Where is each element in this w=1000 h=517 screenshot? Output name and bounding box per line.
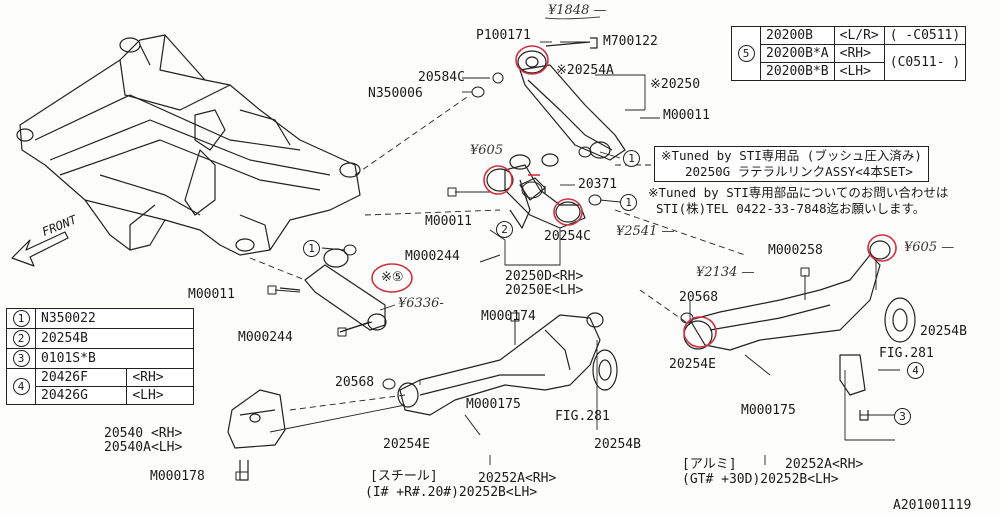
rear-subframe	[16, 34, 361, 256]
label-m000175-right: M000175	[741, 403, 796, 418]
label-fig281-right: FIG.281	[879, 346, 934, 361]
legend-part5-r0-side: <L/R>	[833, 26, 885, 45]
lower-arm-20250d	[486, 153, 586, 229]
label-steel: [スチール]	[370, 469, 438, 484]
label-m000244-left: M000244	[238, 330, 293, 345]
label-20252b-left: (I# +R#.20#)20252B<LH>	[365, 485, 538, 500]
label-20254a: ※20254A	[556, 63, 614, 78]
label-fig281-left: FIG.281	[555, 409, 610, 424]
legend-part5-num-cell: 5	[731, 26, 761, 81]
handwritten-price-605-b: ¥605 —	[904, 240, 955, 255]
legend-part5-r0-part: 20200B	[760, 26, 835, 45]
label-m00011-left: M00011	[188, 287, 235, 302]
legend-row: 2 20254B	[6, 328, 194, 349]
legend-row: 3 0101S*B	[6, 348, 194, 369]
label-p100171: P100171	[476, 28, 531, 43]
label-m000178: M000178	[150, 469, 205, 484]
legend-part5-r2-part: 20200B*B	[760, 62, 835, 81]
legend-part-2: 20254B	[35, 328, 194, 349]
label-alumi: [アルミ]	[682, 457, 737, 472]
sti-contact-line1: ※Tuned by STI専用部品についてのお問い合わせは	[648, 185, 949, 200]
bolts	[235, 41, 810, 481]
label-m000244-mid: M000244	[405, 249, 460, 264]
label-20250e: 20250E<LH>	[505, 283, 584, 298]
callout-4: 4	[907, 362, 924, 379]
label-20254e-right: 20254E	[669, 357, 716, 372]
label-20254c: 20254C	[544, 229, 591, 244]
handwritten-price-2541: ¥2541 —	[616, 224, 675, 239]
sti-note-line2: 20250G ラテラルリンクASSY<4本SET>	[685, 164, 913, 179]
label-20252a-right: 20252A<RH>	[785, 457, 864, 472]
diagram-id: A201001119	[893, 498, 972, 513]
handwritten-price-1848: ¥1848 —	[548, 3, 607, 18]
trailing-arm-alumi	[683, 240, 916, 421]
legend-spec-4a: <RH>	[126, 368, 194, 387]
legend-num-3: 3	[12, 350, 30, 367]
label-20568-left: 20568	[335, 375, 375, 390]
callout-2: 2	[496, 221, 513, 238]
label-circ5: ※⑤	[381, 270, 404, 285]
trailing-arm-steel	[397, 312, 618, 416]
label-20254b-right: 20254B	[920, 324, 967, 339]
legend-part5-r1-side: <RH>	[833, 44, 885, 63]
legend-part5-r0-range: ( -C0511)	[883, 26, 967, 45]
label-m00011-top: M00011	[663, 108, 710, 123]
front-arrow	[11, 231, 69, 267]
label-20254b-left: 20254B	[594, 437, 641, 452]
label-m000258: M000258	[768, 243, 823, 258]
label-m700122: M700122	[603, 34, 658, 49]
legend-part5-r1-part: 20200B*A	[760, 44, 835, 63]
legend-part5-table: 5 20200B <L/R> ( -C0511) 20200B*A <RH> (…	[731, 26, 967, 81]
label-20568-right: 20568	[679, 290, 719, 305]
legend-spec-4b: <LH>	[126, 386, 194, 405]
callout-1-a: 1	[623, 150, 640, 167]
handwritten-underlines	[544, 16, 601, 20]
legend-part-4a: 20426F	[34, 368, 128, 387]
handwritten-price-6336: ¥6336-	[398, 296, 444, 311]
sti-note-line1: ※Tuned by STI専用品 (ブッシュ圧入済み)	[661, 148, 922, 163]
label-20250d: 20250D<RH>	[505, 269, 584, 284]
sti-contact-line2: STI(株)TEL 0422-33-7848迄お願いします。	[656, 201, 926, 216]
legend-row: 1 N350022	[6, 308, 194, 329]
legend-part-4b: 20426G	[34, 386, 128, 405]
legend-part5-r1-range: (C0511- )	[883, 44, 967, 81]
legend-num-4: 4	[12, 378, 30, 395]
handwritten-price-2134: ¥2134 —	[696, 265, 755, 280]
legend-num-1: 1	[12, 310, 30, 327]
legend-parts-table: 1 N350022 2 20254B 3 0101S*B 4 20426F <R…	[6, 308, 194, 405]
label-20584c: 20584C	[418, 70, 465, 85]
callout-1-b: 1	[620, 194, 637, 211]
red-circle-marks	[371, 45, 897, 348]
legend-row: 20426G <LH>	[7, 386, 194, 405]
label-20254e-left: 20254E	[383, 437, 430, 452]
bracket-20540	[227, 389, 286, 481]
legend-num-2: 2	[12, 330, 30, 347]
sti-note-box: ※Tuned by STI専用品 (ブッシュ圧入済み) 20250G ラテラルリ…	[654, 146, 929, 182]
label-20252a-left: 20252A<RH>	[478, 471, 557, 486]
label-20371: 20371	[578, 177, 618, 192]
lateral-link-left	[279, 248, 387, 333]
label-20250: ※20250	[650, 77, 701, 92]
legend-part-3: 0101S*B	[35, 348, 194, 369]
label-20252b-right: (GT# +30D)20252B<LH>	[682, 472, 839, 487]
label-m00011-mid: M00011	[425, 214, 472, 229]
legend-row: 4 20426F <RH>	[6, 368, 194, 405]
label-m000174: M000174	[481, 309, 536, 324]
legend-part-1: N350022	[35, 308, 194, 329]
label-20540: 20540 <RH>	[104, 426, 183, 441]
upper-arm-20250	[517, 37, 626, 161]
label-m000175-left: M000175	[466, 397, 521, 412]
label-20540a: 20540A<LH>	[104, 440, 183, 455]
label-n350006: N350006	[368, 86, 423, 101]
callout-3: 3	[894, 408, 911, 425]
callout-1-c: 1	[303, 240, 320, 257]
handwritten-price-605-a: ¥605	[470, 143, 504, 158]
legend-part5-r2-side: <LH>	[833, 62, 885, 81]
legend-part5-num: 5	[737, 45, 755, 62]
